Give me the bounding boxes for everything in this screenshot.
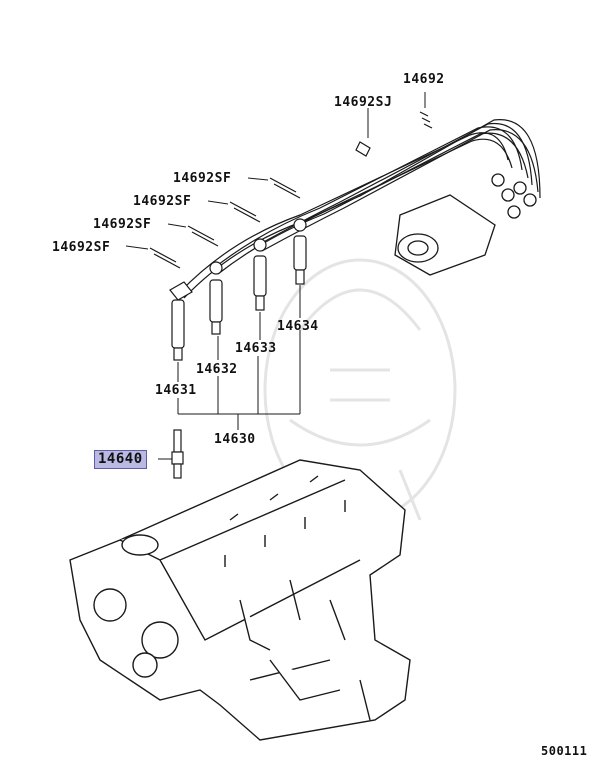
wire-boots [169, 218, 307, 361]
plug-wire-bundle [179, 119, 541, 299]
label-14692sf-2: 14692SF [133, 194, 192, 209]
label-14632: 14632 [196, 362, 238, 377]
label-14692sf-3: 14692SF [93, 217, 152, 232]
label-14692sf-4: 14692SF [52, 240, 111, 255]
label-14630: 14630 [214, 432, 256, 447]
spark-plug [171, 429, 184, 479]
label-14692sf-1: 14692SF [173, 171, 232, 186]
label-14631: 14631 [155, 383, 197, 398]
leader-lines [125, 92, 426, 460]
label-14633: 14633 [235, 341, 277, 356]
label-14634: 14634 [277, 319, 319, 334]
label-14640-highlighted[interactable]: 14640 [94, 450, 147, 469]
engine-block [69, 459, 411, 741]
label-14692: 14692 [403, 72, 445, 87]
label-14692sj: 14692SJ [334, 95, 393, 110]
distributor-cap [394, 173, 537, 276]
diagram-reference-number: 500111 [541, 744, 588, 758]
wire-clamps [149, 111, 433, 269]
